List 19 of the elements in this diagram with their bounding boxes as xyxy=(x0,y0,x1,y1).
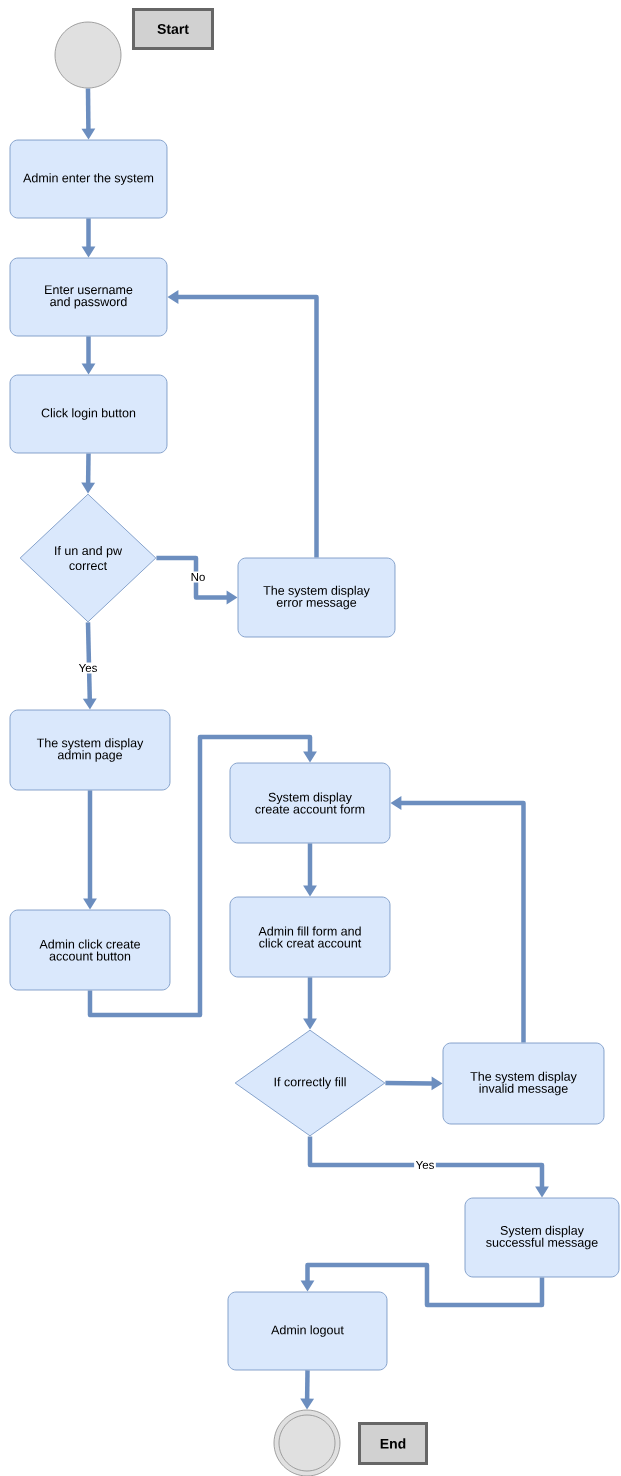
edge-label: Yes xyxy=(77,662,99,674)
arrow xyxy=(87,734,317,1018)
edge-label: No xyxy=(189,571,207,583)
edge-label: Yes xyxy=(414,1159,436,1171)
process-box: Admin click create account button xyxy=(9,909,171,991)
terminal-label: End xyxy=(358,1422,428,1465)
start-circle xyxy=(54,21,122,89)
process-box: The system display error message xyxy=(237,557,396,638)
process-box: Admin logout xyxy=(227,1291,388,1371)
end-circle xyxy=(273,1409,341,1476)
terminal-label: Start xyxy=(132,8,214,50)
process-box: The system display admin page xyxy=(9,709,171,791)
process-box: Admin fill form and click creat account xyxy=(229,896,391,978)
process-box: Enter username and password xyxy=(9,257,168,337)
process-box: Click login button xyxy=(9,374,168,454)
process-box: System display successful message xyxy=(464,1197,620,1278)
process-box: The system display invalid message xyxy=(442,1042,605,1125)
process-box: Admin enter the system xyxy=(9,139,168,219)
process-box: System display create account form xyxy=(229,762,391,844)
